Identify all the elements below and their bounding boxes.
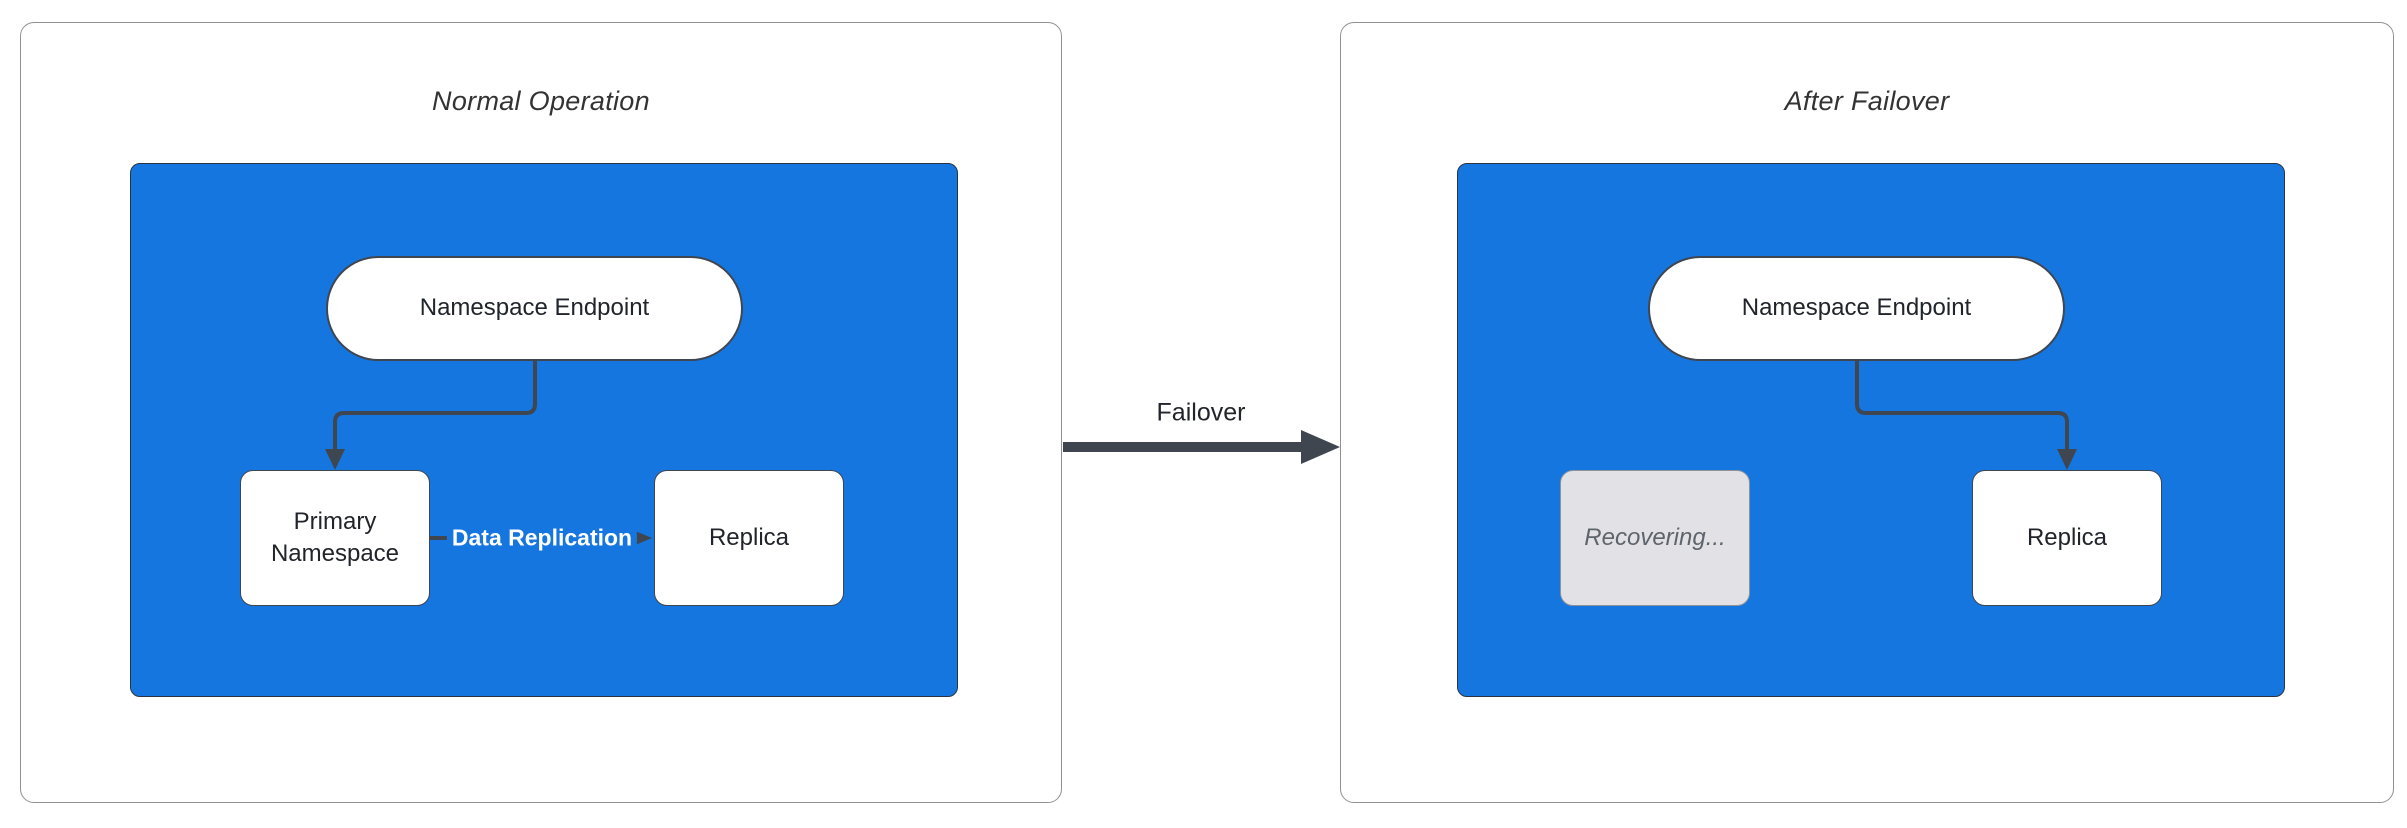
node-label: Namespace Endpoint: [1741, 294, 1972, 322]
node-label: Recovering...: [1584, 523, 1726, 551]
edge-label-data-replication: Data Replication: [446, 522, 638, 554]
group-box-failover: [1457, 163, 2285, 697]
node-primary-namespace: Primary Namespace: [240, 470, 430, 606]
node-label: Replica: [2026, 523, 2108, 551]
node-label: Replica: [708, 523, 790, 551]
edge-label-failover: Failover: [1156, 398, 1246, 427]
node-label: Primary Namespace: [270, 507, 400, 567]
node-replica-left: Replica: [654, 470, 844, 606]
panel-title-normal-operation: Normal Operation: [432, 86, 650, 116]
group-box-normal: [130, 163, 958, 697]
node-label: Namespace Endpoint: [419, 294, 650, 322]
node-namespace-endpoint-right: Namespace Endpoint: [1648, 256, 2065, 361]
node-namespace-endpoint-left: Namespace Endpoint: [326, 256, 743, 361]
arrowhead-failover-transition: [1301, 430, 1340, 464]
node-replica-right: Replica: [1972, 470, 2162, 606]
node-recovering: Recovering...: [1560, 470, 1750, 606]
panel-title-after-failover: After Failover: [1784, 86, 1950, 116]
